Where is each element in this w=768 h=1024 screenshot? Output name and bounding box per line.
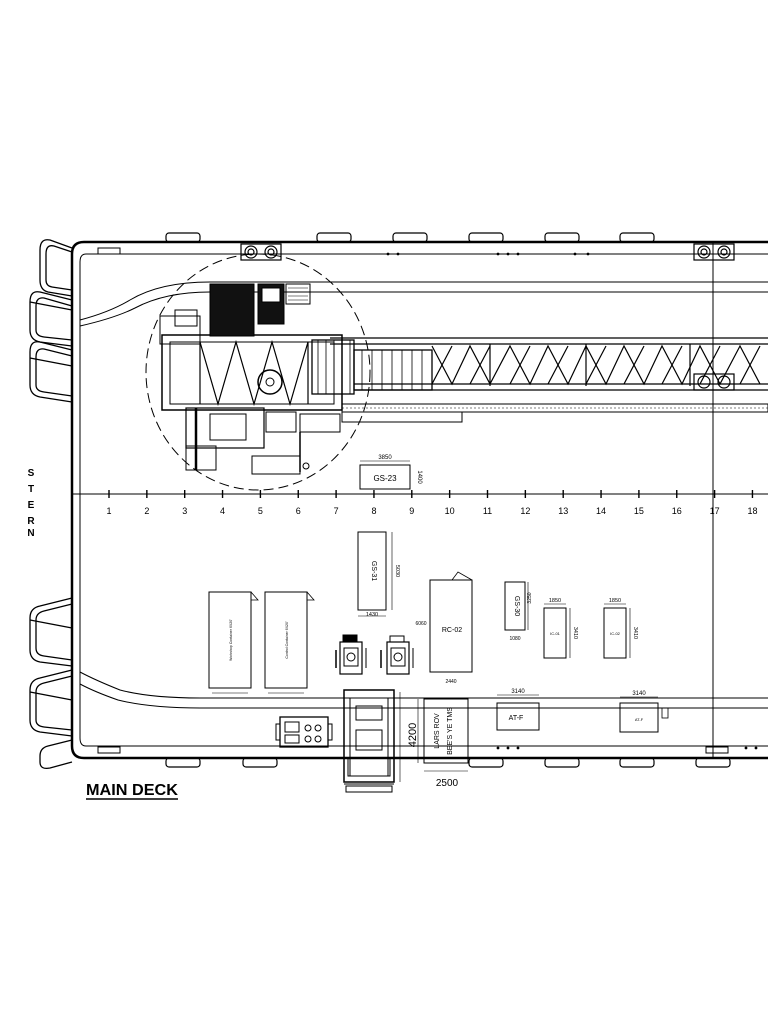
frame-number: 1 xyxy=(106,506,111,516)
frame-number: 18 xyxy=(747,506,757,516)
crane-boom xyxy=(330,337,768,391)
main-deck-title: MAIN DECK xyxy=(86,782,178,799)
container-1-label: Workshop Container 6X20' xyxy=(229,619,233,661)
frame-number: 9 xyxy=(409,506,414,516)
atf1-label: AT-F xyxy=(509,715,524,722)
gs30-width: 1080 xyxy=(509,636,520,642)
rc02-label: RC-02 xyxy=(442,627,462,634)
winch-units xyxy=(335,634,414,675)
crane xyxy=(145,253,768,491)
frame-number: 6 xyxy=(296,506,301,516)
equipment-rc02: RC-02 2440 6060 xyxy=(415,571,473,685)
equipment-ic01: 1850 3410 IC-01 xyxy=(543,598,578,659)
ic01-label: IC-01 xyxy=(550,631,561,636)
gs30-label: GS-30 xyxy=(513,596,520,616)
frame-number: 8 xyxy=(371,506,376,516)
drawing-title: MAIN DECK xyxy=(86,782,178,800)
equipment-atf2: 3140 AT-F xyxy=(619,691,669,733)
stern-letter: N xyxy=(27,528,34,539)
frame-number: 15 xyxy=(634,506,644,516)
atf2-label: AT-F xyxy=(635,717,644,722)
frame-number: 17 xyxy=(710,506,720,516)
atf1-width: 3140 xyxy=(511,689,525,695)
frame-number: 2 xyxy=(144,506,149,516)
ic01-width: 1850 xyxy=(549,598,561,604)
stern-label: S T E R N xyxy=(27,468,35,539)
atf2-width: 3140 xyxy=(632,691,646,697)
ic02-height: 3410 xyxy=(632,627,638,639)
ic01-height: 3410 xyxy=(572,627,578,639)
equipment-gs23: 3850 1400 GS-23 xyxy=(359,455,422,490)
frame-number: 5 xyxy=(258,506,263,516)
equipment-gs-upper: GS-31 1430 5030 xyxy=(357,531,400,618)
equipment-lars: LARS ROV BEE'S YE TMS 4200 2500 xyxy=(343,689,469,793)
ic02-label: IC-02 xyxy=(610,631,621,636)
rc02-width: 2440 xyxy=(445,679,456,685)
frame-number: 11 xyxy=(483,506,492,516)
frame-number: 7 xyxy=(334,506,339,516)
gs23-width: 3850 xyxy=(378,455,392,461)
lars-dim-height: 4200 xyxy=(407,723,419,747)
equipment-gs30: GS-30 1080 3250 xyxy=(504,581,533,642)
equipment-atf1: 3140 AT-F xyxy=(496,689,540,731)
lars-name-2: BEE'S YE TMS xyxy=(447,707,454,755)
lars-name-1: LARS ROV xyxy=(434,713,441,749)
stern-letter: E xyxy=(28,500,35,511)
control-panel xyxy=(275,716,333,748)
gs30-height: 3250 xyxy=(527,592,533,603)
frame-number: 14 xyxy=(596,506,606,516)
stern-letter: R xyxy=(27,516,35,527)
gs23-height: 1400 xyxy=(416,470,422,484)
lars-dim-width: 2500 xyxy=(436,778,459,789)
frame-number: 10 xyxy=(445,506,455,516)
gs23-label: GS-23 xyxy=(373,474,397,483)
stern-fenders xyxy=(29,239,73,770)
frame-number: 3 xyxy=(182,506,187,516)
gs-upper-width: 1430 xyxy=(366,612,378,618)
container-2-label: Control Container 6X20' xyxy=(285,621,289,659)
frame-number: 16 xyxy=(672,506,682,516)
frame-number: 13 xyxy=(558,506,568,516)
frame-number: 4 xyxy=(220,506,225,516)
equipment-ic02: 1850 3410 IC-02 xyxy=(603,598,638,659)
equipment-container-2: Control Container 6X20' xyxy=(264,591,315,694)
rc02-height: 6060 xyxy=(415,621,426,627)
stern-letter: T xyxy=(28,484,34,495)
gs-upper-label: GS-31 xyxy=(370,561,377,581)
equipment-container-1: Workshop Container 6X20' xyxy=(208,591,259,694)
gs-upper-height: 5030 xyxy=(394,565,400,577)
ic02-width: 1850 xyxy=(609,598,621,604)
crane-swing-circle xyxy=(145,253,371,491)
stern-letter: S xyxy=(28,468,35,479)
frame-number: 12 xyxy=(520,506,530,516)
hull-outline xyxy=(70,232,768,768)
